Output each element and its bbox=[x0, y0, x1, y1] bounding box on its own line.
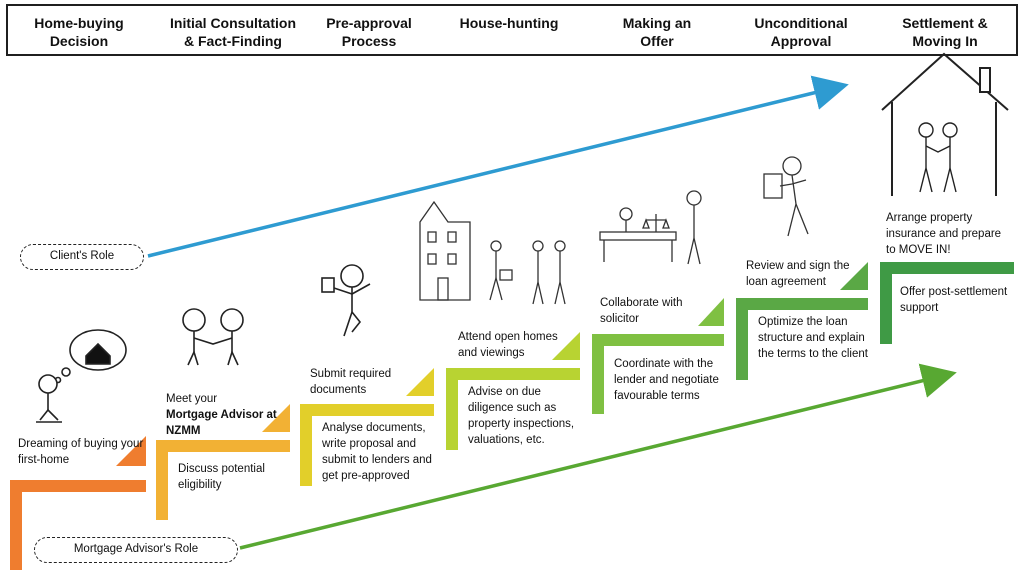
client-step-3: Submit required documents bbox=[310, 368, 392, 396]
advisor-role-label: Mortgage Advisor's Role bbox=[34, 537, 238, 563]
client-step-2-prefix: Meet your bbox=[166, 393, 218, 405]
advisor-step-5: Coordinate with the lender and negotiate… bbox=[614, 358, 719, 402]
stage-title-3: Pre-approval Process bbox=[326, 15, 412, 49]
step-2-bracket bbox=[156, 404, 290, 520]
client-step-7: Arrange property insurance and prepare t… bbox=[886, 212, 1002, 256]
advisor-step-3: Analyse documents, write proposal and su… bbox=[322, 422, 432, 482]
stage-title-1: Home-buying Decision bbox=[34, 15, 124, 49]
step-5-bracket bbox=[592, 298, 724, 414]
stage-title-4: House-hunting bbox=[459, 15, 559, 31]
advisor-step-7: Offer post-settlement support bbox=[900, 286, 1008, 314]
documents-figure-illustration bbox=[321, 264, 371, 337]
stage-title-7: Settlement & Moving In bbox=[902, 15, 988, 49]
stage-title-5: Making an Offer bbox=[622, 15, 692, 49]
step-3-bracket bbox=[300, 368, 434, 486]
stage-title-6: Unconditional Approval bbox=[754, 15, 848, 49]
stage-header-bar: Home-buying Decision Initial Consultatio… bbox=[6, 4, 1018, 56]
solicitor-illustration bbox=[599, 190, 702, 265]
advisor-role-arrow bbox=[239, 363, 957, 550]
client-step-1: Dreaming of buying your first-home bbox=[18, 438, 144, 466]
step-6-bracket bbox=[736, 262, 868, 380]
client-step-6: Review and sign the loan agreement bbox=[746, 260, 850, 288]
client-role-arrow bbox=[147, 75, 849, 258]
step-7-bracket bbox=[880, 262, 1014, 344]
house-hunting-illustration bbox=[419, 200, 566, 305]
stage-title-2: Initial Consultation & Fact-Finding bbox=[170, 15, 296, 49]
new-home-illustration bbox=[881, 52, 1009, 196]
client-role-label: Client's Role bbox=[20, 244, 144, 270]
advisor-step-6: Optimize the loan structure and explain … bbox=[758, 316, 868, 360]
handshake-figures-illustration bbox=[182, 308, 244, 366]
client-step-2-advisor: Mortgage Advisor at NZMM bbox=[166, 409, 277, 437]
step-4-bracket bbox=[446, 332, 580, 450]
advisor-step-4: Advise on due diligence such as property… bbox=[468, 386, 575, 446]
advisor-step-2: Discuss potential eligibility bbox=[178, 463, 265, 491]
dreaming-figure-illustration bbox=[36, 329, 127, 423]
contract-figure-illustration bbox=[763, 156, 809, 237]
client-step-5: Collaborate with solicitor bbox=[600, 297, 683, 325]
step-1-bracket bbox=[10, 436, 146, 570]
client-step-4: Attend open homes and viewings bbox=[458, 331, 558, 359]
client-step-2: Meet your Mortgage Advisor at NZMM bbox=[166, 391, 286, 439]
